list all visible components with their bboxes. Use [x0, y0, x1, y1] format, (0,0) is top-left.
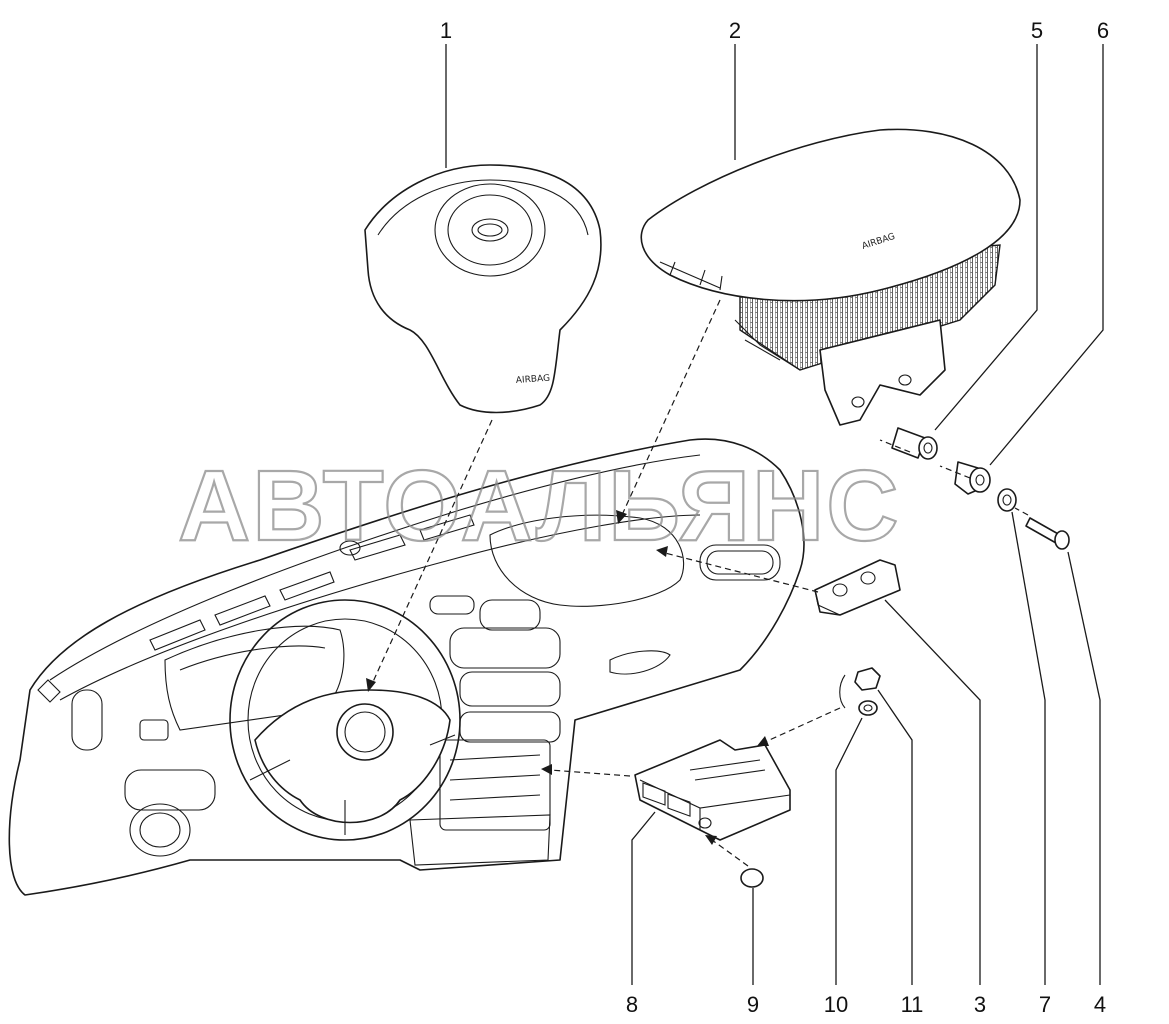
- callout-9: 9: [747, 992, 759, 1017]
- instrument-panel: [8, 438, 805, 896]
- part-11-nut: [839, 667, 881, 709]
- part-1-driver-airbag-module: AIRBAG: [364, 164, 602, 414]
- part-10-washer: [858, 700, 878, 716]
- part-4-bolt: [1025, 517, 1070, 550]
- part-7-washer: [997, 488, 1017, 512]
- callout-4: 4: [1094, 992, 1106, 1017]
- part-3-bracket: [814, 559, 901, 616]
- callout-10: 10: [824, 992, 848, 1017]
- driver-airbag-label: AIRBAG: [516, 374, 551, 386]
- part-8-airbag-control-unit: [634, 739, 791, 841]
- callout-labels: 1 2 3 4 5 6 7 8 9 10 11: [440, 18, 1109, 1017]
- part-5-bushing: [891, 427, 938, 460]
- callout-6: 6: [1097, 18, 1109, 43]
- leader-lines: [445, 44, 1104, 985]
- callout-2: 2: [729, 18, 741, 43]
- callout-7: 7: [1039, 992, 1051, 1017]
- assembly-paths: [366, 299, 1029, 867]
- callout-11: 11: [901, 992, 924, 1017]
- part-2-passenger-airbag-module: AIRBAG: [640, 128, 1021, 426]
- watermark-text: АВТОАЛЬЯНС: [178, 450, 901, 562]
- callout-1: 1: [440, 18, 452, 43]
- part-6-nut: [954, 461, 991, 495]
- callout-3: 3: [974, 992, 986, 1017]
- callout-5: 5: [1031, 18, 1043, 43]
- part-9-plug: [740, 868, 764, 888]
- callout-8: 8: [626, 992, 638, 1017]
- steering-wheel: [229, 599, 461, 841]
